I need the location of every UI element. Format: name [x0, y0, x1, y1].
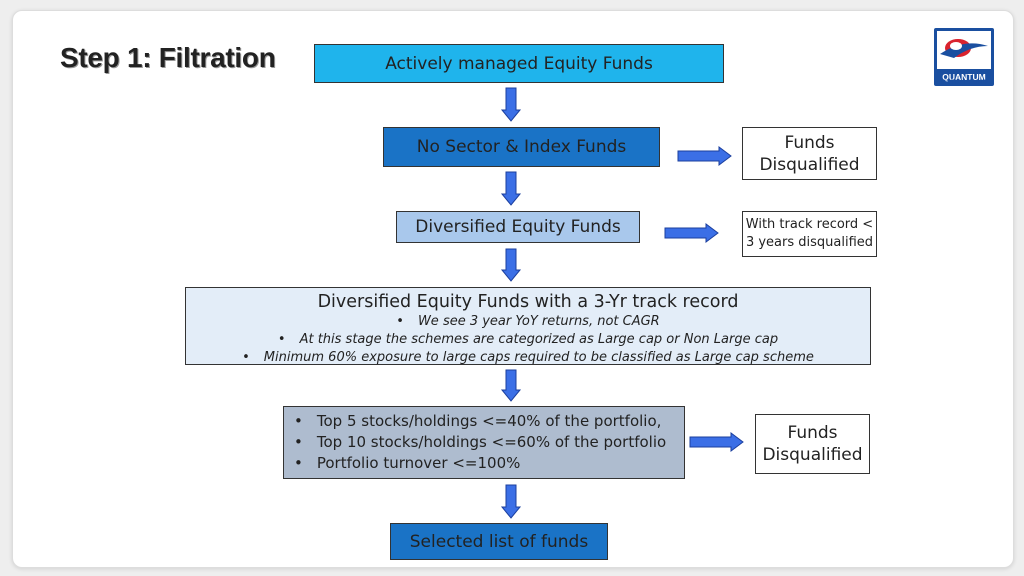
track-record-bullet: •Minimum 60% exposure to large caps requ…	[242, 350, 814, 365]
right-arrow-2	[664, 223, 719, 243]
down-arrow-2	[500, 171, 522, 206]
quantum-logo-icon: QUANTUM	[934, 28, 994, 86]
down-arrow-3	[500, 248, 522, 282]
criteria-bullet: •Top 10 stocks/holdings <=60% of the por…	[294, 433, 667, 451]
node-track-record: Diversified Equity Funds with a 3-Yr tra…	[185, 287, 871, 365]
node-actively-managed: Actively managed Equity Funds	[314, 44, 724, 83]
track-record-heading: Diversified Equity Funds with a 3-Yr tra…	[317, 292, 739, 312]
node-criteria: •Top 5 stocks/holdings <=40% of the port…	[283, 406, 685, 479]
right-arrow-3	[689, 432, 744, 452]
node-no-sector-index: No Sector & Index Funds	[383, 127, 660, 167]
down-arrow-4	[500, 369, 522, 402]
side-track-record-disqualified: With track record <3 years disqualified	[742, 211, 877, 257]
node-selected-funds: Selected list of funds	[390, 523, 608, 560]
down-arrow-1	[500, 87, 522, 122]
node-diversified: Diversified Equity Funds	[396, 211, 640, 243]
down-arrow-5	[500, 484, 522, 519]
logo-subtitle: MUTUAL FUND	[940, 80, 988, 86]
logo-brand-text: QUANTUM	[942, 72, 985, 82]
track-record-bullet: •At this stage the schemes are categoriz…	[277, 332, 779, 347]
criteria-bullet: •Portfolio turnover <=100%	[294, 454, 521, 472]
right-arrow-1	[677, 146, 732, 166]
criteria-bullet: •Top 5 stocks/holdings <=40% of the port…	[294, 412, 662, 430]
track-record-bullet: •We see 3 year YoY returns, not CAGR	[396, 314, 660, 329]
slide-title: Step 1: Filtration	[60, 42, 276, 73]
